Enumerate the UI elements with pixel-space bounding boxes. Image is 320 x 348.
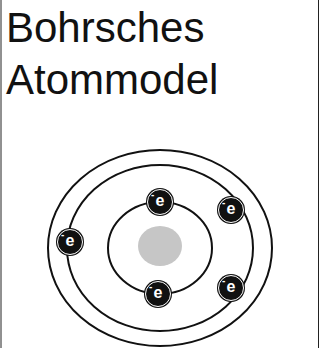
electron: e- xyxy=(147,189,173,215)
nucleus xyxy=(138,226,182,266)
middle-orbit xyxy=(67,165,253,331)
electron: e- xyxy=(57,229,83,255)
charge-sign: - xyxy=(151,190,154,200)
diagram-title: Bohrsches Atommodel xyxy=(6,2,306,106)
electron: e- xyxy=(218,197,244,223)
frame-line xyxy=(1,0,2,348)
charge-sign: - xyxy=(61,230,64,240)
electron: e- xyxy=(145,281,171,307)
frame-line xyxy=(318,0,319,348)
charge-sign: - xyxy=(222,276,225,286)
charge-sign: - xyxy=(222,198,225,208)
outer-orbit xyxy=(48,150,272,346)
electron: e- xyxy=(218,275,244,301)
charge-sign: - xyxy=(149,282,152,292)
